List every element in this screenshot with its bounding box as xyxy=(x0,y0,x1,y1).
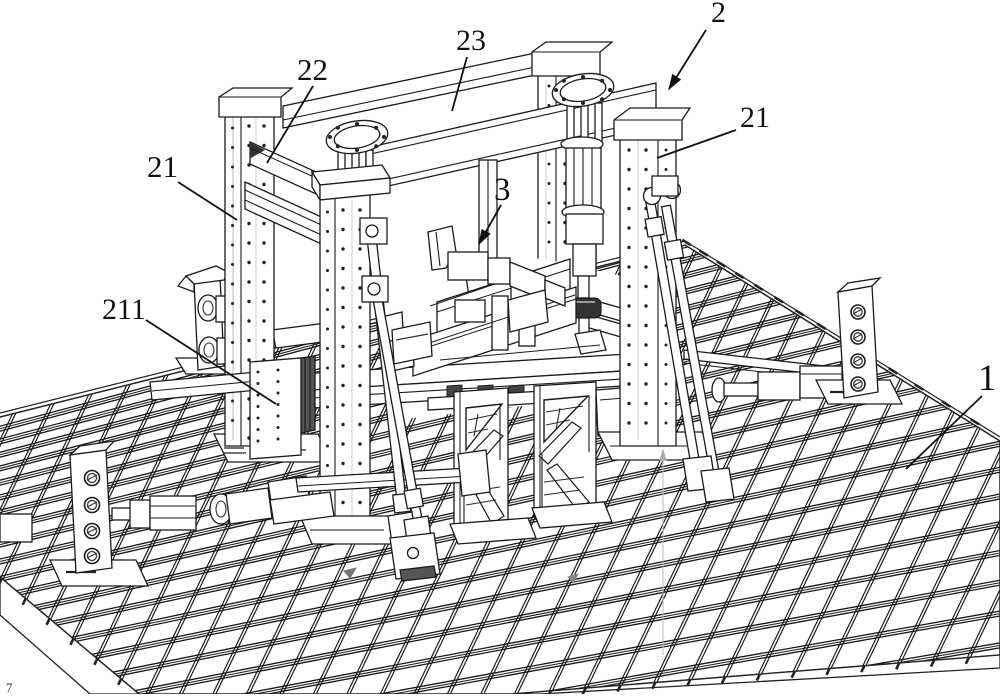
svg-text:3: 3 xyxy=(494,172,511,208)
svg-text:22: 22 xyxy=(297,52,328,87)
svg-text:1: 1 xyxy=(978,358,997,399)
svg-text:7: 7 xyxy=(6,680,13,694)
svg-text:21: 21 xyxy=(147,149,178,184)
svg-text:23: 23 xyxy=(456,24,486,57)
svg-text:2: 2 xyxy=(711,0,726,29)
svg-text:211: 211 xyxy=(102,293,146,326)
svg-text:21: 21 xyxy=(740,101,770,134)
